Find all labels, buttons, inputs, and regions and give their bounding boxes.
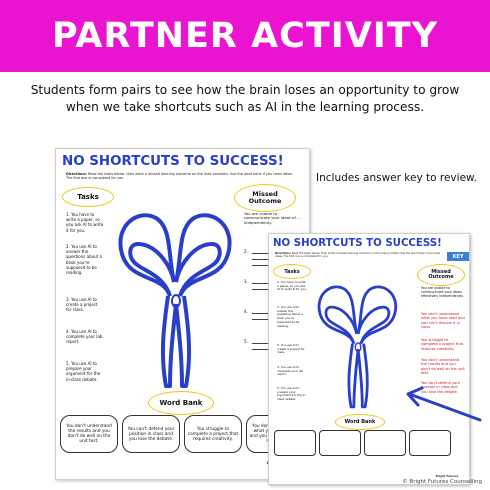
word-bank-box	[409, 430, 451, 456]
answer-key-preview: NO SHORTCUTS TO SUCCESS! KEY Directions:…	[268, 233, 470, 485]
missed-outcome-label: Missed Outcome	[248, 190, 282, 205]
key-answer-4: You don't understand the results and you…	[421, 358, 465, 375]
key-task-3: 3. You use AI to create a project for cl…	[277, 343, 305, 355]
task-item-4: 4. You use AI to complete your lab repor…	[66, 329, 103, 345]
key-task-5: 5. You use AI to prepare your argument f…	[277, 386, 307, 402]
word-bank-box	[319, 430, 361, 456]
task-item-3: 3. You use AI to create a project for cl…	[66, 297, 98, 313]
worksheet-preview: NO SHORTCUTS TO SUCCESS! Directions: Rea…	[55, 148, 310, 480]
answer-line	[252, 319, 272, 320]
arrow-icon	[406, 386, 482, 422]
line-number-2: 2.	[244, 249, 248, 254]
key-answer-1: You are unable to communicate your ideas…	[421, 286, 464, 298]
missed-outcome-oval: Missed Outcome	[234, 184, 296, 212]
answer-line	[252, 289, 272, 290]
task-item-5: 5. You use AI to prepare your argument f…	[66, 361, 101, 382]
key-task-1: 1. You have to write a paper, so you ask…	[277, 280, 307, 292]
answer-line	[252, 349, 272, 350]
key-answer-3: You struggle to complete a project that …	[421, 338, 464, 351]
key-directions: Directions: Read the tasks below, then w…	[275, 252, 441, 259]
answer-line	[252, 259, 272, 260]
line-number-5: 5.	[244, 339, 248, 344]
copyright-credit: © Bright Futures Counselling	[402, 479, 482, 485]
word-bank-box	[274, 430, 316, 456]
activity-description: Students form pairs to see how the brain…	[30, 83, 460, 114]
key-answer-2: You don't understand what you have read …	[421, 312, 465, 329]
key-task-2: 2. You use AI to answer the questions ab…	[277, 305, 303, 328]
word-bank-oval: Word Bank	[148, 391, 214, 415]
answer-line	[252, 343, 272, 344]
word-bank-cloud: You don't understand the results and you…	[60, 415, 118, 453]
directions-label: Directions:	[66, 172, 87, 176]
key-missed-oval: Missed Outcome	[417, 264, 465, 286]
task-item-1: 1. You have to write a paper, so you ask…	[66, 212, 104, 233]
answer-key-note: Includes answer key to review.	[316, 172, 477, 184]
key-word-bank-oval: Word Bank	[335, 414, 385, 430]
answer-line	[252, 265, 272, 266]
word-bank-cloud: You struggle to complete a project that …	[184, 415, 242, 453]
word-bank-label: Word Bank	[159, 399, 203, 407]
key-answer-5: You can't defend your position in class …	[421, 381, 461, 394]
scissors-icon	[118, 213, 232, 388]
key-title: NO SHORTCUTS TO SUCCESS!	[273, 238, 442, 249]
worksheet-directions: Directions: Read the tasks below, then w…	[66, 172, 298, 180]
task-item-2: 2. You use AI to answer the questions ab…	[66, 244, 102, 276]
key-tasks-oval: Tasks	[273, 264, 311, 279]
word-bank-cloud: You can't defend your position in class …	[122, 415, 180, 453]
word-bank-box	[364, 430, 406, 456]
key-badge: KEY	[447, 252, 469, 261]
tasks-label: Tasks	[77, 193, 99, 201]
tasks-oval: Tasks	[62, 187, 114, 207]
worksheet-title: NO SHORTCUTS TO SUCCESS!	[62, 154, 284, 169]
answer-line	[252, 253, 272, 254]
answer-line	[252, 283, 272, 284]
banner-title: PARTNER ACTIVITY	[51, 16, 439, 56]
title-banner: PARTNER ACTIVITY	[0, 0, 490, 72]
first-answer: You are unable to communicate your ideas…	[244, 211, 301, 225]
line-number-3: 3.	[244, 279, 248, 284]
key-task-4: 4. You use AI to complete your lab repor…	[277, 365, 304, 377]
key-logo: Bright Futures	[435, 474, 459, 478]
answer-line	[252, 313, 272, 314]
key-scissors-icon	[317, 285, 398, 409]
line-number-4: 4.	[244, 309, 248, 314]
directions-text: Read the tasks below, then write a misse…	[66, 172, 293, 181]
